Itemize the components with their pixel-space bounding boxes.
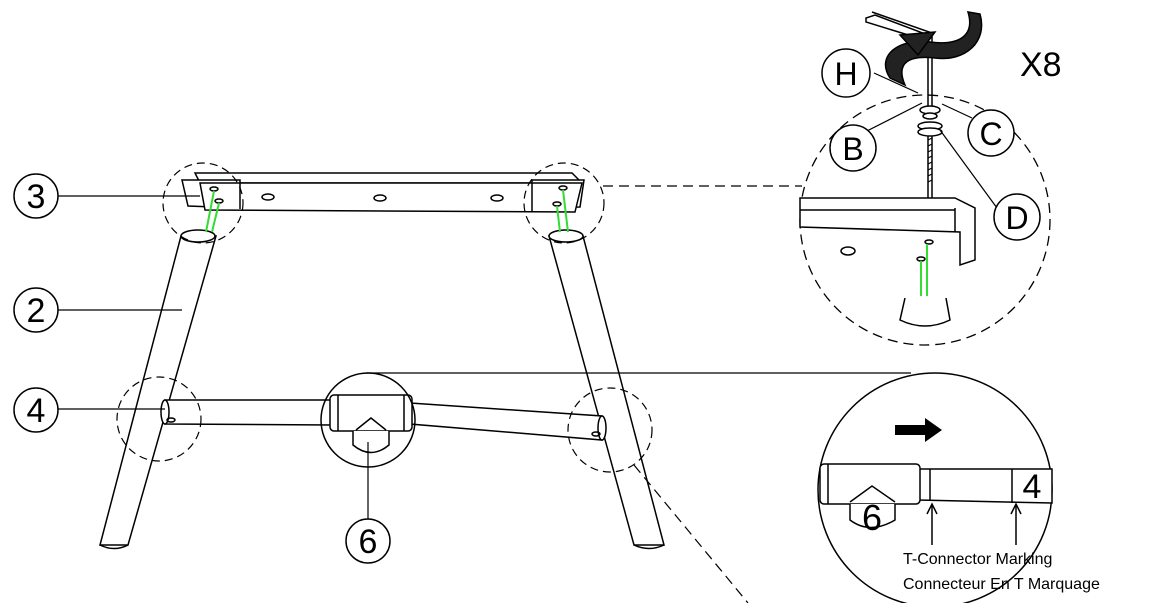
left-leg — [99, 229, 217, 550]
direction-arrow-icon — [895, 418, 942, 442]
leader-lines — [58, 195, 911, 520]
right-leg — [548, 229, 665, 550]
rotation-arrow-icon — [884, 11, 983, 87]
callout-6-circle — [345, 518, 391, 564]
callout-c-circle — [967, 109, 1015, 157]
callout-6-label: 6 — [359, 523, 378, 561]
hardware-detail — [799, 11, 976, 327]
callout-4-label: 4 — [27, 392, 46, 430]
callout-4-circle — [13, 387, 59, 433]
highlight-circles — [116, 162, 653, 473]
top-frame-plate — [181, 172, 585, 213]
quantity-label: X8 — [1020, 46, 1062, 84]
callout-h-circle — [821, 48, 871, 98]
callout-2-circle — [13, 287, 59, 333]
marking-connector-label: 6 — [862, 497, 882, 538]
marking-tube-label: 4 — [1023, 468, 1042, 506]
callout-b-label: B — [842, 131, 863, 167]
marking-text-en: T-Connector Marking — [903, 551, 1052, 568]
dashed-leaders — [603, 185, 802, 603]
marking-text-fr: Connecteur En T Marquage — [903, 576, 1100, 593]
callout-c-label: C — [979, 116, 1002, 152]
t-connector — [329, 394, 413, 454]
marking-detail — [819, 463, 1053, 545]
crossbar — [160, 399, 607, 441]
callout-3-label: 3 — [27, 178, 46, 216]
screw-guides — [205, 189, 928, 296]
callout-2-label: 2 — [27, 292, 46, 330]
callout-b-circle — [829, 124, 877, 172]
callout-d-circle — [993, 193, 1041, 241]
callout-d-label: D — [1005, 200, 1028, 236]
hardware-leaders — [862, 72, 998, 209]
callout-h-label: H — [834, 56, 857, 92]
callout-3-circle — [13, 173, 59, 219]
